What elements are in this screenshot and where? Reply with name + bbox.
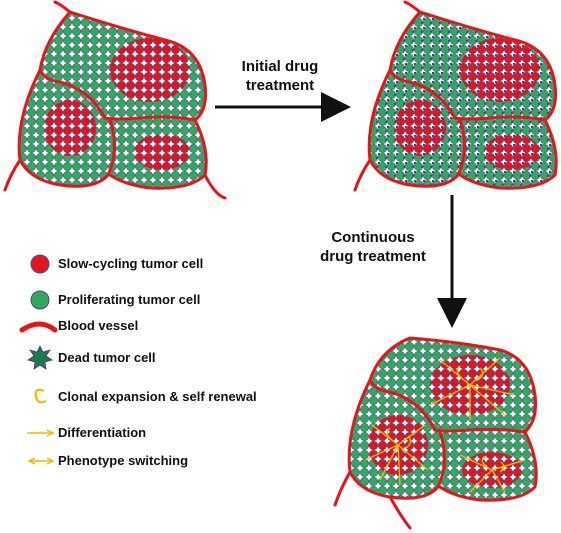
cluster-continuous-treatment xyxy=(333,336,538,530)
continuous-treatment-label-line1: Continuous xyxy=(331,229,415,246)
initial-treatment-label-line2: treatment xyxy=(245,77,315,94)
double-arrow-head-left xyxy=(27,457,36,465)
legend-label-dead-cell: Dead tumor cell xyxy=(58,350,156,365)
legend-label-blood-vessel: Blood vessel xyxy=(58,318,139,333)
legend xyxy=(19,254,58,465)
red-cell-icon xyxy=(30,254,50,274)
legend-label-phenotype-switching: Phenotype switching xyxy=(58,453,189,468)
legend-label-differentiation: Differentiation xyxy=(58,425,147,440)
single-arrow-head xyxy=(46,429,55,437)
initial-treatment-label: Initial drug treatment xyxy=(215,57,345,95)
legend-label-slow-cycling: Slow-cycling tumor cell xyxy=(58,256,204,271)
double-arrow-head-right xyxy=(46,457,55,465)
initial-treatment-label-line1: Initial drug xyxy=(241,58,319,75)
cluster-untreated xyxy=(3,0,227,200)
legend-label-clonal-expansion: Clonal expansion & self renewal xyxy=(58,389,257,404)
legend-label-proliferating: Proliferating tumor cell xyxy=(58,292,201,307)
continuous-treatment-label: Continuous drug treatment xyxy=(298,228,448,266)
dead-cell-icon xyxy=(27,345,53,370)
cluster-initial-treatment xyxy=(353,0,558,192)
continuous-treatment-label-line2: drug treatment xyxy=(320,248,426,265)
blood-vessel-icon xyxy=(19,321,58,333)
curved-arrow-icon xyxy=(34,388,47,404)
green-cell-icon xyxy=(30,290,50,310)
